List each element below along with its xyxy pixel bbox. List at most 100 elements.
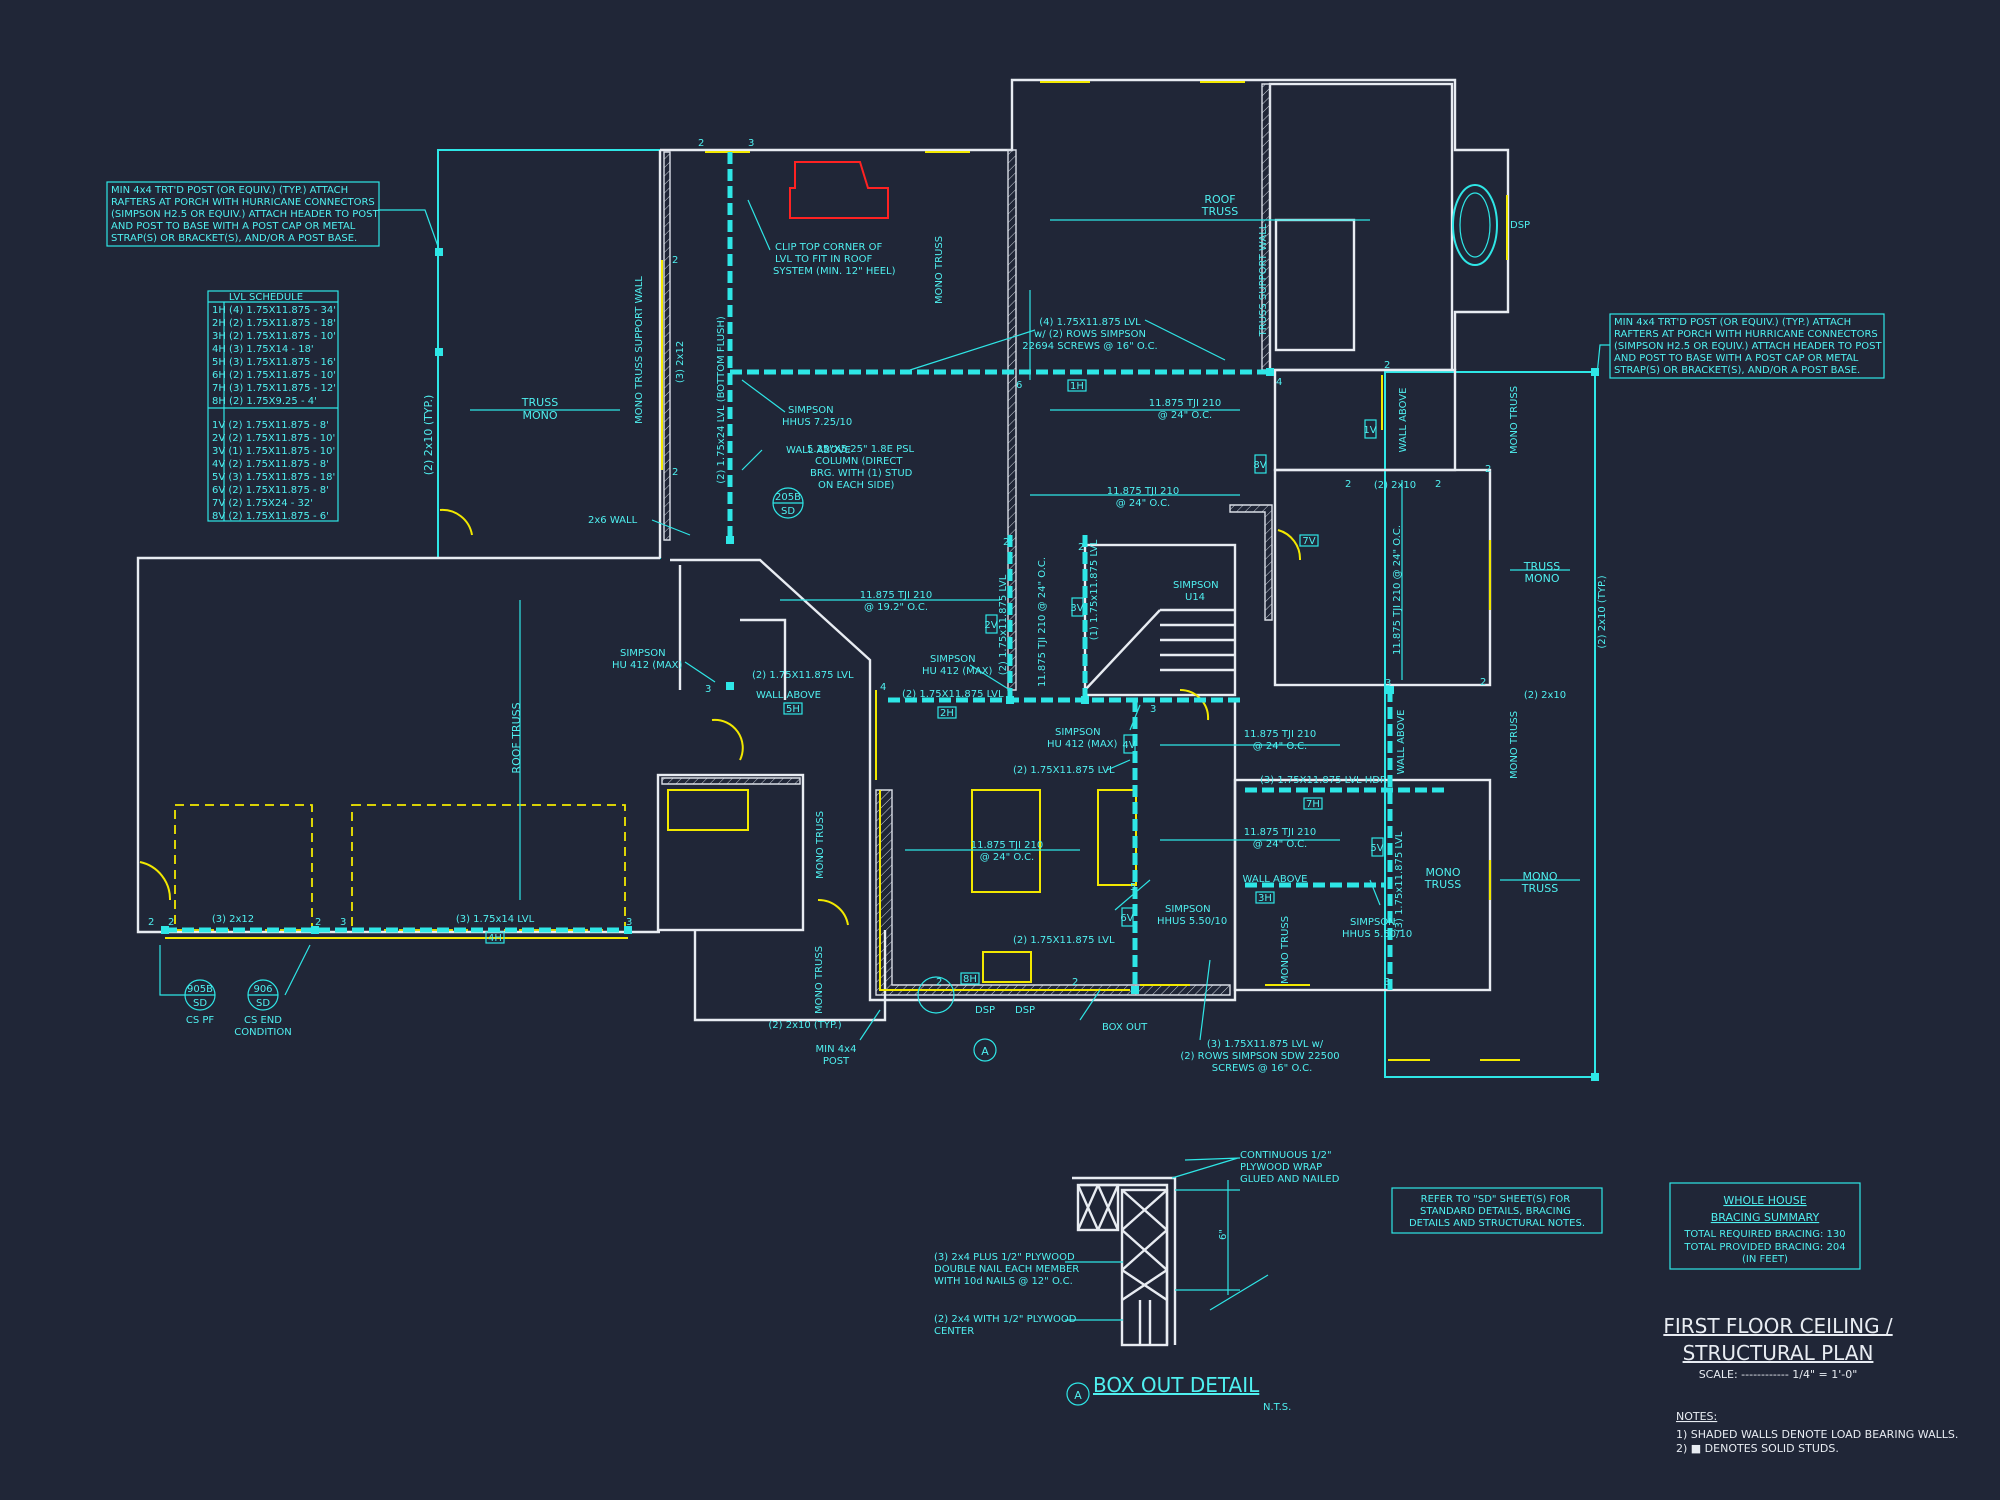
lvl-2-callout: (2) 1.75X11.875 LVL (1013, 765, 1115, 776)
bath-hatch (1229, 504, 1273, 621)
sink (982, 951, 1032, 983)
post-number: 3 (340, 917, 346, 928)
mono-truss-label: MONO TRUSS (815, 811, 826, 879)
laundry-hatch (661, 777, 801, 785)
leader-line (284, 944, 311, 996)
bathtub (1452, 184, 1498, 266)
lvl-vertical-label: (1) 1.75x11.875 LVL (1089, 539, 1100, 640)
tag-box (1254, 454, 1267, 474)
bathtub-inner (1459, 192, 1491, 258)
dsp-callout: DSP (975, 1005, 995, 1016)
tji-label: 11.875 TJI 210@ 24" O.C. (1107, 486, 1179, 509)
tag-7v: 7V (1302, 536, 1315, 547)
tag-box (937, 706, 957, 719)
tag-box (1123, 734, 1136, 754)
solid-stud (1591, 1073, 1599, 1081)
dsp-callout: DSP (1015, 1005, 1035, 1016)
lvl-schedule-box (207, 290, 339, 522)
two-x10-label: (2) 2x10 (1524, 690, 1566, 701)
tag-box (1371, 837, 1384, 857)
lvl-2-callout: (2) 1.75X11.875 LVL (752, 670, 854, 681)
bearing-wall-left-upper (663, 151, 671, 541)
bracing-summary-box (1669, 1182, 1861, 1270)
leader-line (1369, 879, 1381, 906)
tag-2h: 2H (940, 708, 954, 719)
box-out-dimension-text: 6" (1218, 1229, 1229, 1240)
shower-walls (1274, 218, 1356, 352)
lvl-vertical-label: (2) 1.75x11.875 LVL (998, 574, 1009, 675)
lvl-vertical-label: (3) 1.75x11.875 LVL (1394, 831, 1405, 932)
post-number: 2 (698, 138, 704, 149)
stair-treads (1084, 608, 1235, 691)
box-out-title: BOX OUT DETAIL (1093, 1373, 1260, 1397)
mono-truss-label: MONO TRUSS (1280, 916, 1291, 984)
leader-line (1596, 344, 1610, 376)
post-number: 2 (1435, 479, 1441, 490)
refer-note: REFER TO "SD" SHEET(S) FOR STANDARD DETA… (1409, 1194, 1585, 1229)
leader-line (909, 329, 1036, 371)
garage-walls (136, 556, 660, 934)
section-marker-text: A (981, 1045, 989, 1058)
post-number: 5 (1130, 882, 1136, 893)
porch-note-right: MIN 4x4 TRT'D POST (OR EQUIV.) (TYP.) AT… (1614, 317, 1885, 376)
post-number: 2 (672, 255, 678, 266)
tag-box (960, 972, 980, 985)
post-number: 4 (1276, 377, 1282, 388)
box-out-studs (1076, 1183, 1120, 1232)
three-2x12-vert-label: (3) 2x12 (675, 341, 686, 383)
leader-line (859, 1009, 881, 1041)
post-number: 2 (315, 917, 321, 928)
box-out-dimension (1175, 1180, 1269, 1311)
post-number: 2 (1384, 360, 1390, 371)
porch-note-left: MIN 4x4 TRT'D POST (OR EQUIV.) (TYP.) AT… (111, 185, 382, 244)
tag-box (1303, 797, 1323, 810)
notes-heading: NOTES: (1676, 1410, 1717, 1423)
porch-note-right-box (1609, 313, 1885, 379)
leader-line (741, 449, 763, 471)
solid-stud (435, 248, 443, 256)
box-out-scale: N.T.S. (1263, 1402, 1291, 1413)
leader-line (1079, 989, 1101, 1021)
tag-8h: 8H (963, 974, 977, 985)
post-number: 3 (626, 917, 632, 928)
solid-stud (311, 926, 319, 934)
lower-left-walls (693, 930, 887, 1022)
post-number: 3 (1384, 977, 1390, 988)
box-out-marker-text: A (1074, 1389, 1082, 1402)
post-number: 3 (1150, 704, 1156, 715)
tag-box (1299, 534, 1319, 547)
tji-vertical-label: 11.875 TJI 210 @ 24" O.C. (1392, 525, 1403, 655)
leader-line (1129, 704, 1141, 731)
windows (139, 81, 1520, 1061)
right-bedroom-walls (1273, 468, 1492, 687)
tag-box (1364, 419, 1377, 439)
tji-vertical-label: 11.875 TJI 210 @ 24" O.C. (1037, 557, 1048, 687)
tag-5h: 3H (1258, 893, 1272, 904)
dsp-label: DSP (1510, 220, 1530, 231)
section-marker-circle (973, 1038, 997, 1062)
box-out-column (1120, 1188, 1169, 1347)
post-number: 2 (168, 917, 174, 928)
box-out-column-x (1121, 1189, 1168, 1345)
beams (165, 152, 1445, 990)
bracing-provided: TOTAL PROVIDED BRACING: 204 (1683, 1242, 1845, 1253)
tji-label: 11.875 TJI 210@ 24" O.C. (971, 840, 1043, 863)
lvl-schedule-rows-h: 1H (4) 1.75X11.875 - 34' 2H (2) 1.75X11.… (212, 305, 339, 407)
leader-line (741, 379, 786, 413)
solid-stud (1006, 696, 1014, 704)
bracing-summary-title-2: BRACING SUMMARY (1711, 1211, 1820, 1224)
island (971, 789, 1041, 893)
wall-above-vertical-label: WALL ABOVE (1396, 710, 1407, 775)
post-number: 2 (1003, 537, 1009, 548)
lvl-schedule-table: LVL SCHEDULE 1H (4) 1.75X11.875 - 34' 2H… (207, 290, 339, 522)
